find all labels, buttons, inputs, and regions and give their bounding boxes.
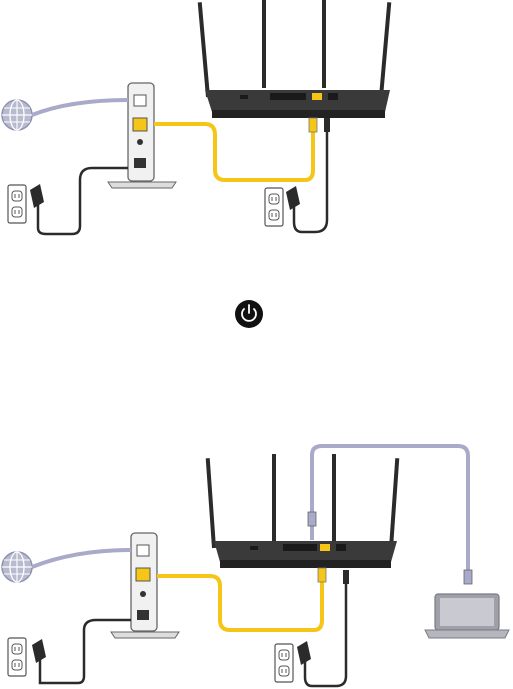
- power-plug: [286, 186, 300, 210]
- wall-outlet-icon: [275, 644, 293, 682]
- internet-cable: [32, 100, 128, 115]
- internet-cable: [32, 550, 131, 567]
- ethernet-cable: [154, 124, 313, 180]
- power-plug: [30, 184, 44, 208]
- wall-outlet-icon: [8, 638, 26, 676]
- router-antennas: [206, 454, 400, 548]
- wall-outlet-icon: [8, 185, 26, 223]
- power-plug: [297, 641, 311, 665]
- diagram-step-3: [2, 446, 509, 686]
- router-power-cord: [305, 582, 346, 686]
- laptop-icon: [425, 594, 509, 638]
- router-antennas: [198, 0, 392, 97]
- power-button-icon: [235, 300, 263, 328]
- modem-power-cord: [38, 168, 128, 234]
- wall-outlet-icon: [265, 188, 283, 226]
- router-icon: [205, 90, 390, 118]
- ethernet-cable: [157, 576, 322, 630]
- power-plug: [32, 639, 46, 663]
- ethernet-plug: [309, 118, 317, 132]
- diagram-step-1: [2, 0, 391, 234]
- router-icon: [214, 541, 397, 568]
- internet-globe-icon: [2, 552, 32, 582]
- modem-power-cord: [40, 620, 131, 683]
- internet-globe-icon: [2, 100, 32, 130]
